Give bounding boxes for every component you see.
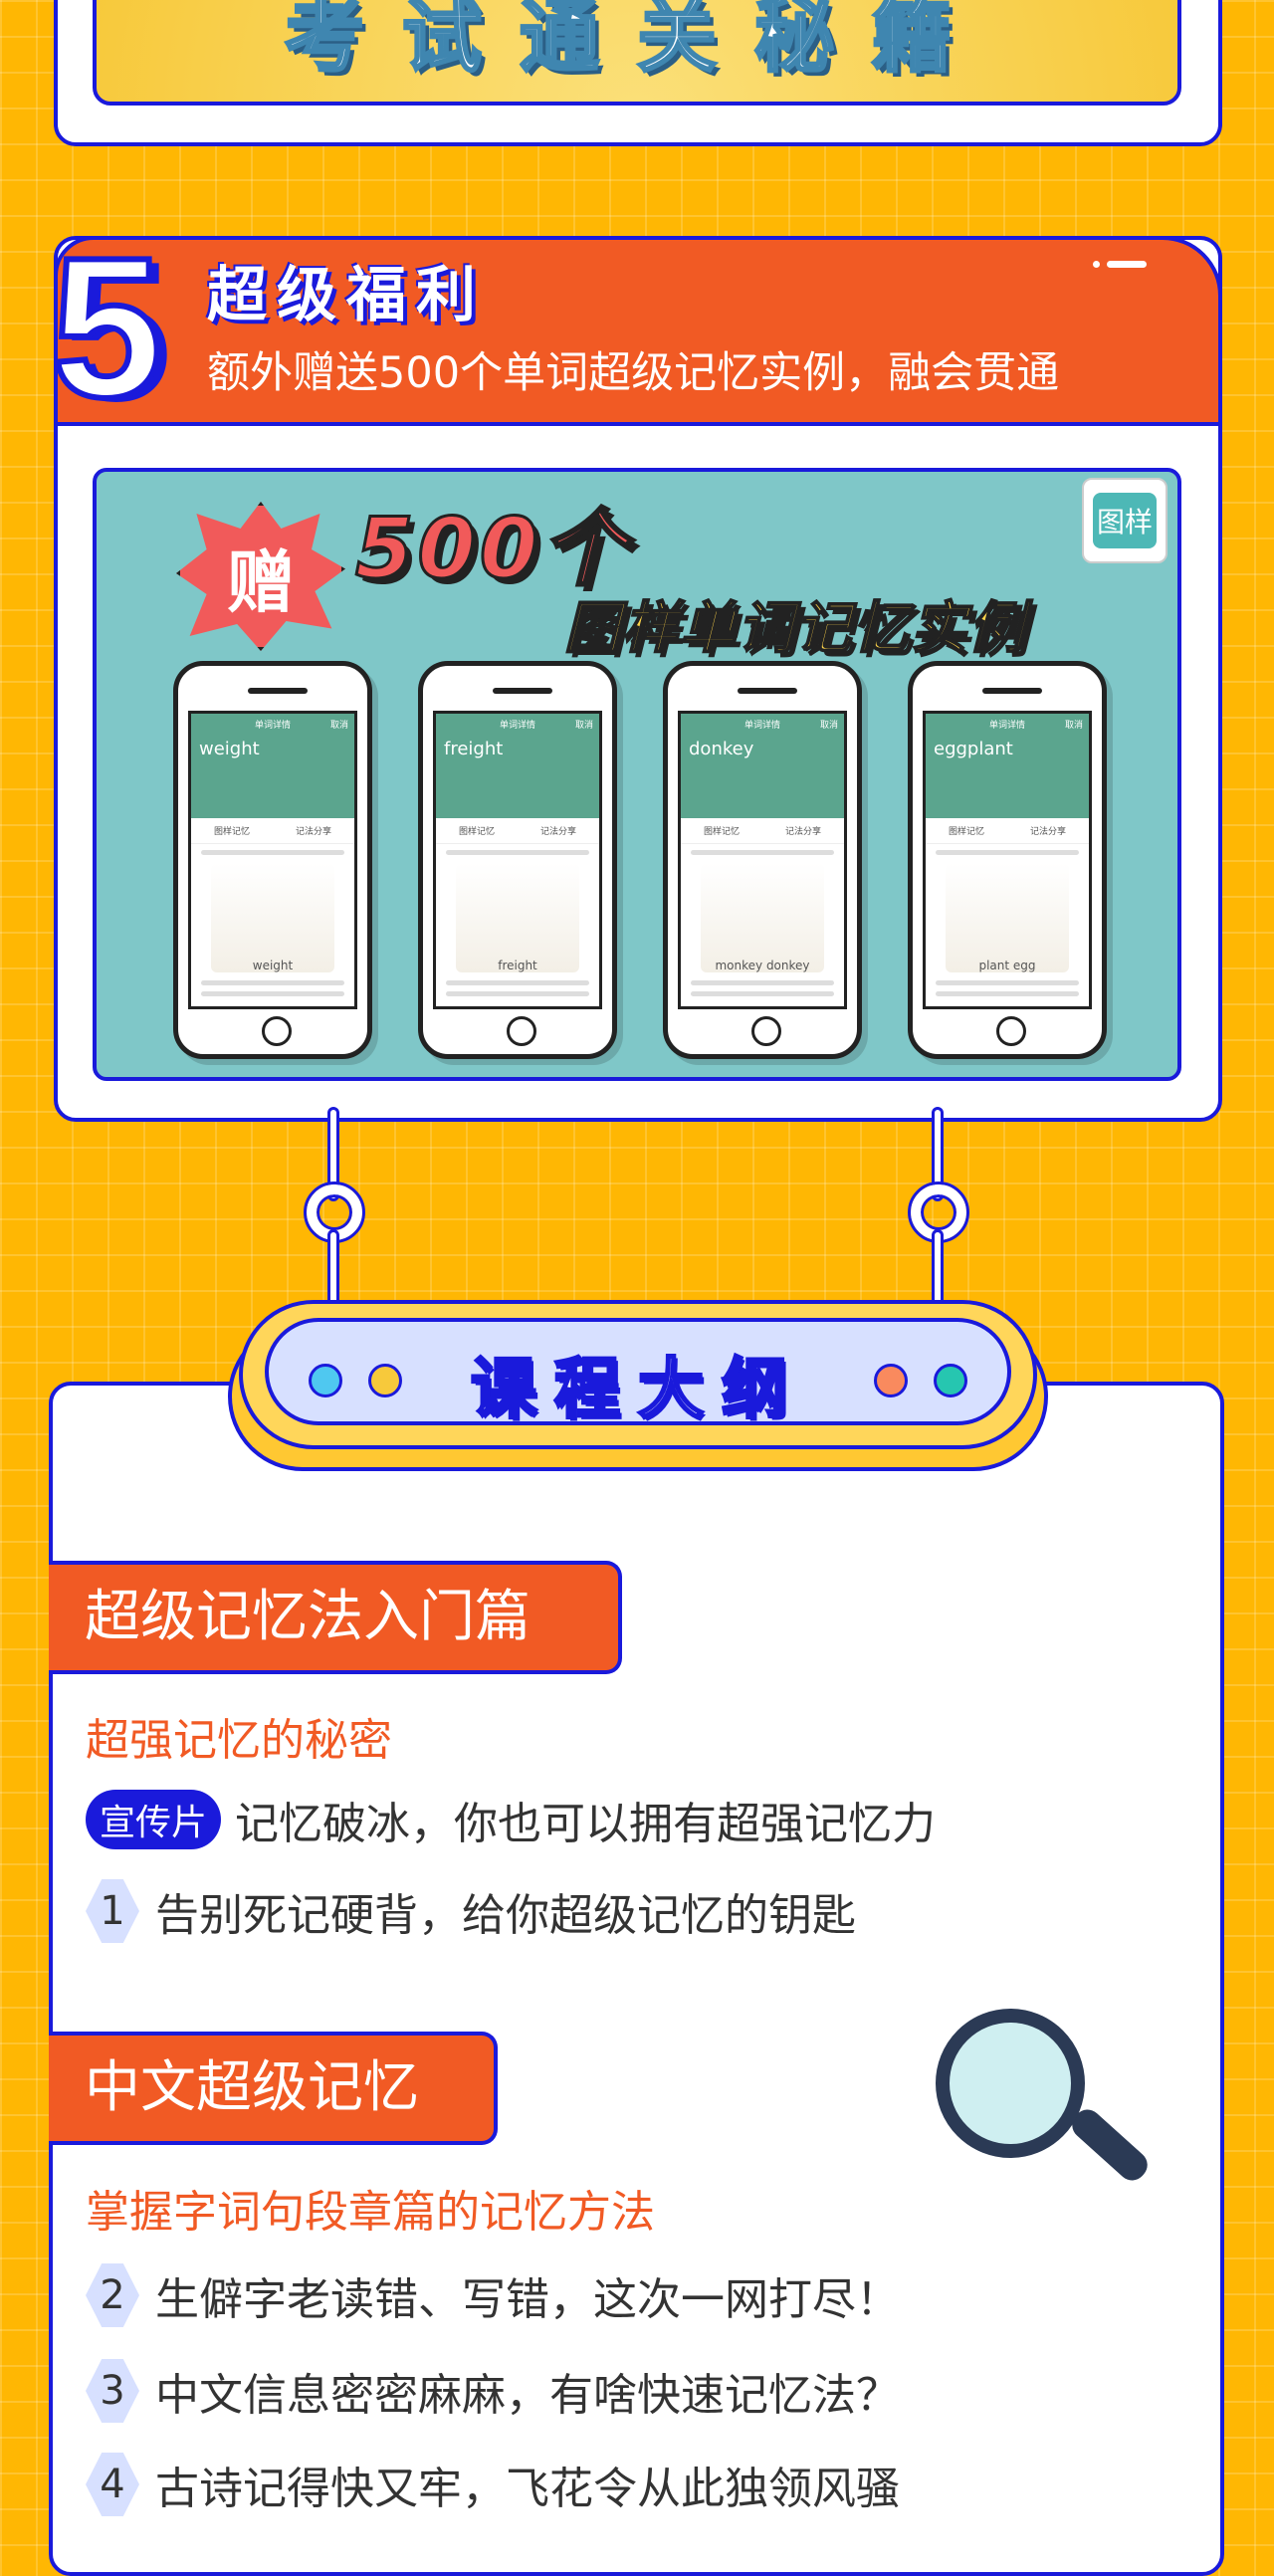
illustration: weight xyxy=(211,863,334,972)
promo-badge: 宣传片 xyxy=(86,1790,222,1849)
bonus-header xyxy=(54,236,1222,426)
decor-dash xyxy=(1107,261,1147,268)
section-subtitle: 额外赠送500个单词超级记忆实例，融会贯通 xyxy=(207,348,1060,398)
section-header-chinese: 中文超级记忆 xyxy=(49,2032,498,2145)
nav-title: 单词详情 xyxy=(743,721,780,731)
exam-banner: 考试通关秘籍 xyxy=(93,0,1181,106)
tab-picture: 图样记忆 xyxy=(458,827,495,837)
lesson-number: 1 xyxy=(86,1879,139,1943)
phone-mockup: 单词详情 取消 eggplant 图样记忆 记法分享 plant egg xyxy=(908,661,1107,1059)
cancel-label: 取消 xyxy=(819,721,838,731)
dot-blue xyxy=(309,1364,342,1397)
gift-image: 赠 500个 图样单词记忆实例 图样 单词详情 取消 weight 图样记忆 记法分享… xyxy=(93,468,1181,1081)
home-button xyxy=(262,1016,292,1046)
section-title: 超级福利 xyxy=(207,261,486,330)
decor-dot xyxy=(1093,261,1100,268)
lesson-item[interactable]: 2 生僻字老读错、写错，这次一网打尽！ xyxy=(86,2263,900,2327)
tab-picture: 图样记忆 xyxy=(703,827,740,837)
illustration: freight xyxy=(456,863,579,972)
lesson-item[interactable]: 4 古诗记得快又牢，飞花令从此独领风骚 xyxy=(86,2453,900,2516)
home-button xyxy=(751,1016,781,1046)
chain-left-bottom xyxy=(327,1229,339,1309)
section-number: 5 xyxy=(49,217,165,439)
lesson-text: 告别死记硬背，给你超级记忆的钥匙 xyxy=(155,1890,856,1941)
phone-screen: 单词详情 取消 eggplant 图样记忆 记法分享 plant egg xyxy=(923,711,1092,1009)
chain-right-bottom xyxy=(932,1229,944,1309)
tuyang-logo: 图样 xyxy=(1082,478,1168,563)
phone-screen: 单词详情 取消 donkey 图样记忆 记法分享 monkey donkey xyxy=(678,711,847,1009)
illustration: monkey donkey xyxy=(701,863,824,972)
outline-title: 课程大纲 xyxy=(470,1350,805,1429)
lesson-number: 3 xyxy=(86,2359,139,2423)
lesson-item[interactable]: 1 告别死记硬背，给你超级记忆的钥匙 xyxy=(86,1879,856,1943)
lesson-text: 记忆破冰，你也可以拥有超强记忆力 xyxy=(235,1799,937,1849)
lesson-text: 生僻字老读错、写错，这次一网打尽！ xyxy=(155,2274,900,2325)
home-button xyxy=(507,1016,536,1046)
gift-count: 500个 xyxy=(353,499,630,599)
word: weight xyxy=(199,739,260,759)
dot-orange xyxy=(874,1364,908,1397)
outline-sign: 课程大纲 xyxy=(239,1300,1037,1449)
word: freight xyxy=(444,739,504,759)
gift-caption: 图样单词记忆实例 xyxy=(563,595,1026,662)
speaker xyxy=(248,688,308,694)
dot-teal xyxy=(934,1364,967,1397)
nav-title: 单词详情 xyxy=(988,721,1025,731)
tab-share: 记法分享 xyxy=(1029,827,1066,837)
phone-screen: 单词详情 取消 freight 图样记忆 记法分享 freight xyxy=(433,711,602,1009)
phone-mockup: 单词详情 取消 freight 图样记忆 记法分享 freight xyxy=(418,661,617,1059)
lesson-item[interactable]: 3 中文信息密密麻麻，有啥快速记忆法？ xyxy=(86,2359,900,2423)
cancel-label: 取消 xyxy=(329,721,348,731)
cancel-label: 取消 xyxy=(574,721,593,731)
lesson-number: 2 xyxy=(86,2263,139,2327)
section-header-intro: 超级记忆法入门篇 xyxy=(49,1561,622,1674)
tab-share: 记法分享 xyxy=(295,827,331,837)
home-button xyxy=(996,1016,1026,1046)
phone-mockup: 单词详情 取消 weight 图样记忆 记法分享 weight xyxy=(173,661,372,1059)
dot-yellow xyxy=(368,1364,402,1397)
magnifier-icon xyxy=(936,2009,1085,2158)
section-subtitle: 掌握字词句段章篇的记忆方法 xyxy=(86,2187,655,2238)
nav-title: 单词详情 xyxy=(254,721,291,731)
word: eggplant xyxy=(934,739,1013,759)
section-subtitle: 超强记忆的秘密 xyxy=(86,1715,392,1766)
tab-share: 记法分享 xyxy=(539,827,576,837)
gift-burst: 赠 xyxy=(176,502,345,651)
tab-picture: 图样记忆 xyxy=(948,827,984,837)
cancel-label: 取消 xyxy=(1064,721,1083,731)
lesson-item[interactable]: 宣传片记忆破冰，你也可以拥有超强记忆力 xyxy=(86,1788,936,1851)
tab-picture: 图样记忆 xyxy=(213,827,250,837)
nav-title: 单词详情 xyxy=(499,721,535,731)
phone-screen: 单词详情 取消 weight 图样记忆 记法分享 weight xyxy=(188,711,357,1009)
illustration: plant egg xyxy=(946,863,1069,972)
lesson-number: 4 xyxy=(86,2453,139,2516)
banner-title: 考试通关秘籍 xyxy=(284,0,989,85)
lesson-text: 古诗记得快又牢，飞花令从此独领风骚 xyxy=(155,2464,900,2514)
lesson-text: 中文信息密密麻麻，有啥快速记忆法？ xyxy=(155,2370,900,2421)
tab-share: 记法分享 xyxy=(784,827,821,837)
word: donkey xyxy=(689,739,754,759)
phone-mockup: 单词详情 取消 donkey 图样记忆 记法分享 monkey donkey xyxy=(663,661,862,1059)
logo-text: 图样 xyxy=(1092,493,1157,548)
